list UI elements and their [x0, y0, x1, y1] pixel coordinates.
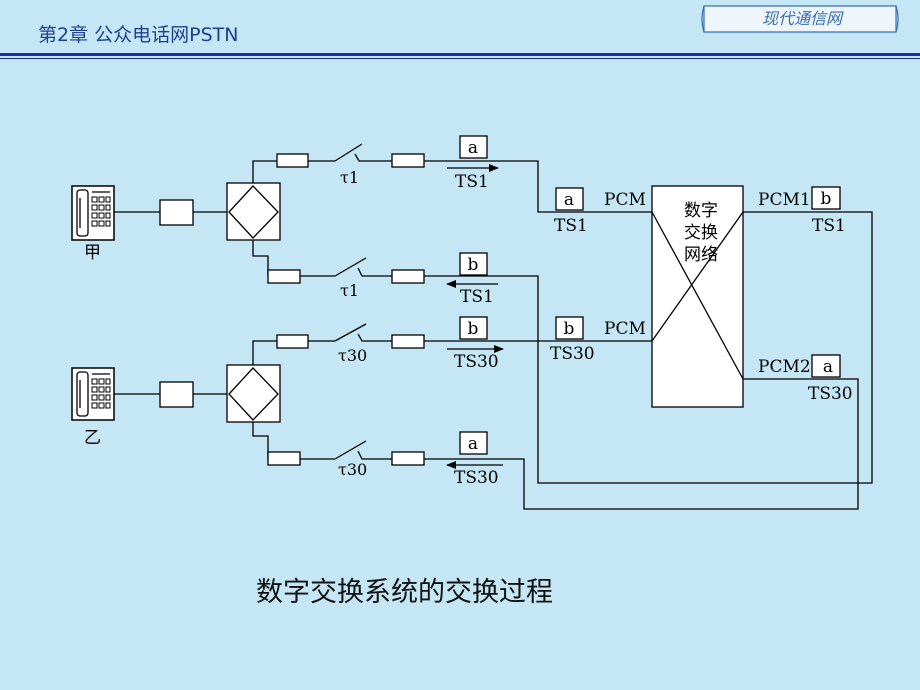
ts-pcm-in2: TS30 [550, 344, 595, 364]
subscriber-line-b [114, 323, 859, 510]
ts-pcm-in1: TS1 [554, 216, 588, 236]
slot-a-in-letter: b [468, 255, 479, 275]
tau-b-in: τ30 [338, 460, 367, 479]
slot-box-b-out [459, 316, 488, 340]
telephone-b-icon [71, 367, 115, 421]
header-rule-thin [0, 58, 920, 59]
brand-banner [701, 5, 899, 33]
ts-a-out: TS1 [455, 172, 489, 192]
slot-box-a-out [459, 135, 488, 159]
tau-a-out: τ1 [340, 168, 359, 187]
chapter-title: 第2章 公众电话网PSTN [38, 24, 239, 46]
ts-b-out: TS30 [454, 352, 499, 372]
switch-label-line3: 网络 [684, 245, 718, 265]
slot-box-pcm-in2 [555, 316, 584, 340]
slot-pcm-in1-letter: a [564, 190, 574, 210]
slot-box-pcm-out1 [811, 186, 841, 210]
slot-pcm-out1-letter: b [821, 189, 832, 209]
slot-pcm-out2-letter: a [823, 357, 833, 377]
slot-box-pcm-in1 [555, 187, 584, 211]
phone-b-label: 乙 [84, 428, 101, 448]
ts-pcm-out1: TS1 [812, 216, 846, 236]
switch-label-line1: 数字 [684, 201, 718, 221]
ts-b-in: TS30 [454, 468, 499, 488]
ts-pcm-out2: TS30 [808, 384, 853, 404]
switch-label-line2: 交换 [684, 223, 718, 243]
header-rule-thick [0, 53, 920, 56]
phone-a-label: 甲 [84, 243, 101, 263]
telephone-a-icon [71, 185, 115, 241]
switch-network-block [651, 185, 840, 408]
slot-b-out-letter: b [468, 319, 479, 339]
slot-box-a-in [459, 252, 488, 276]
slot-a-out-letter: a [468, 138, 478, 158]
brand-text: 现代通信网 [761, 9, 842, 28]
slot-box-pcm-out2 [811, 354, 841, 378]
diagram-caption: 数字交换系统的交换过程 [256, 577, 553, 608]
pcm-out1-label: PCM1 [758, 190, 811, 210]
slot-pcm-in2-letter: b [564, 319, 575, 339]
ts-a-in: TS1 [460, 287, 494, 307]
subscriber-line-a [114, 143, 873, 484]
tau-a-in: τ1 [340, 281, 359, 300]
slot-b-in-letter: a [468, 434, 478, 454]
pcm-in1-label: PCM [604, 190, 646, 210]
tau-b-out: τ30 [338, 346, 367, 365]
pcm-out2-label: PCM2 [758, 357, 811, 377]
slot-box-b-in [459, 431, 488, 455]
pcm-in2-label: PCM [604, 319, 646, 339]
